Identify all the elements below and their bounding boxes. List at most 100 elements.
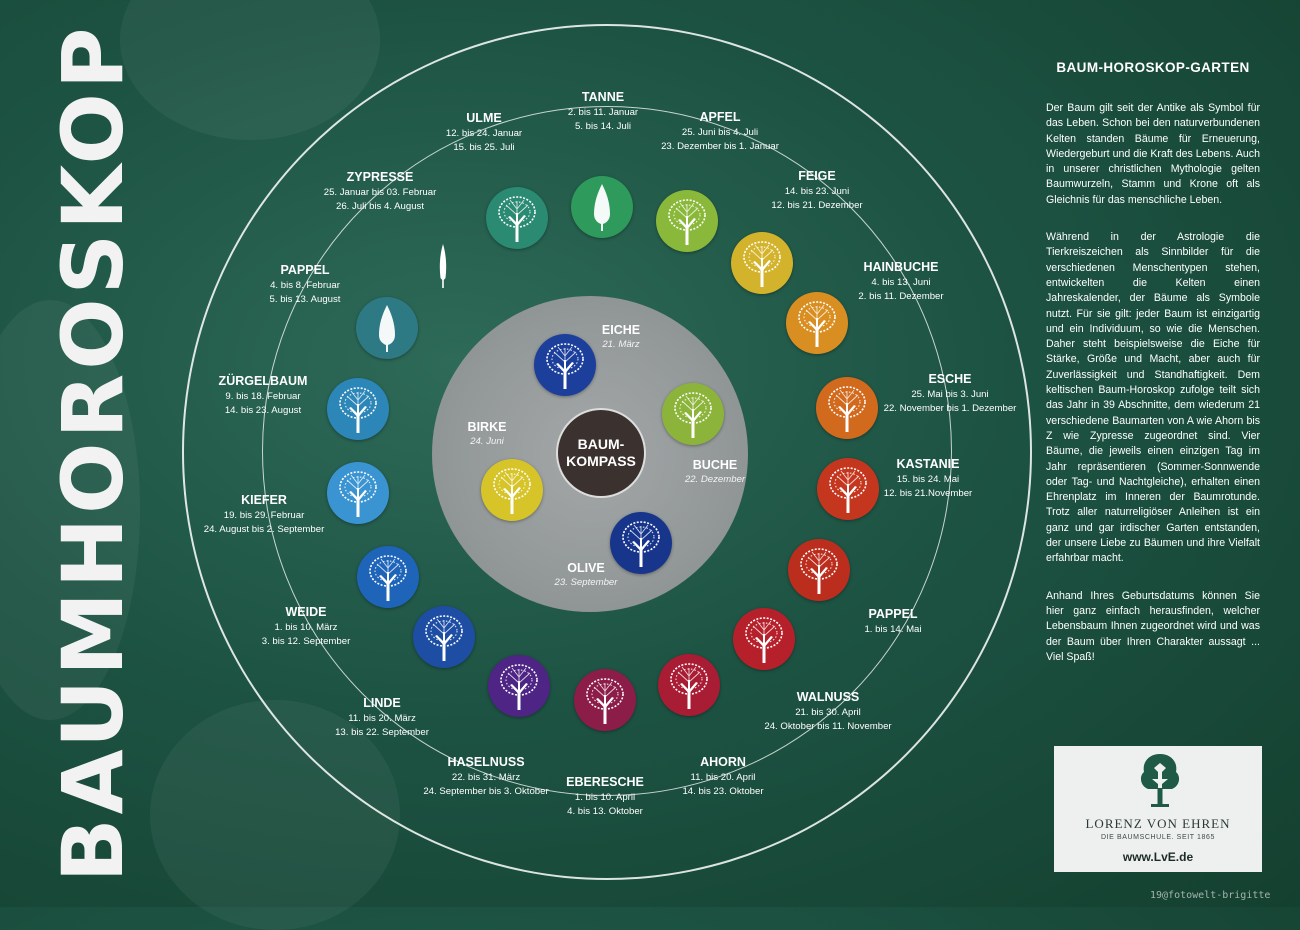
tree-date: 2. bis 11. Januar xyxy=(567,107,639,118)
tree-circle-apfel-icon xyxy=(656,190,718,252)
tree-date: 14. bis 23. Oktober xyxy=(682,786,764,797)
tree-label-zuergelbaum: ZÜRGELBAUM 9. bis 18. Februar 14. bis 23. … xyxy=(219,372,308,418)
tree-circle-hainbuche-icon xyxy=(786,292,848,354)
tree-date: 15. bis 24. Mai xyxy=(896,474,960,485)
watermark: 19@fotowelt-brigitte xyxy=(1150,890,1271,901)
tree-date: 3. bis 12. September xyxy=(261,636,351,647)
tree-date: 13. bis 22. September xyxy=(335,727,429,738)
tree-date: 4. bis 13. Juni xyxy=(871,277,931,288)
tree-date: 12. bis 21.November xyxy=(883,488,973,499)
tree-circle-pappel-icon xyxy=(356,297,418,359)
tree-circle-ahorn-icon xyxy=(658,654,720,716)
tree-circle-buche-icon xyxy=(662,383,724,445)
tree-label-eberesche: EBERESCHE 1. bis 10. April 4. bis 13. Okto… xyxy=(566,773,644,819)
tree-label-zypresse: ZYPRESSE 25. Januar bis 03. Februar 26. Ju… xyxy=(324,168,437,214)
tree-label-pappel: PAPPEL 1. bis 14. Mai xyxy=(864,605,921,637)
middle-ring xyxy=(262,106,952,796)
tree-date: 9. bis 18. Februar xyxy=(225,391,301,402)
inner-label-buche: BUCHE 22. Dezember xyxy=(685,456,745,485)
tree-name: HAINBUCHE xyxy=(863,260,939,274)
info-paragraph-1: Der Baum gilt seit der Antike als Symbol… xyxy=(1046,102,1260,206)
logo-url: www.LvE.de xyxy=(1122,850,1194,864)
tree-circle-haselnuss-icon xyxy=(488,655,550,717)
tree-date: 14. bis 23. August xyxy=(224,405,302,416)
tree-name: TANNE xyxy=(581,90,625,104)
logo-tree-icon xyxy=(1140,754,1180,807)
tree-circle-zuergelbaum-icon xyxy=(327,378,389,440)
info-paragraph-3: Anhand Ihres Geburtsdatums können Sie hi… xyxy=(1046,589,1260,663)
tree-name: WALNUSS xyxy=(796,690,860,704)
tree-name: EICHE xyxy=(601,323,641,337)
tree-circle-eiche-icon xyxy=(534,334,596,396)
cypress-tree-icon xyxy=(439,244,447,288)
tree-date: 1. bis 10. April xyxy=(574,792,636,803)
background-shape xyxy=(0,300,140,720)
tree-circle-pappel-icon xyxy=(788,539,850,601)
tree-date: 23. Dezember bis 1. Januar xyxy=(661,141,779,152)
tree-circle-walnuss-icon xyxy=(733,608,795,670)
tree-label-hainbuche: HAINBUCHE 4. bis 13. Juni 2. bis 11. Dezem… xyxy=(858,258,943,304)
tree-date: 4. bis 13. Oktober xyxy=(567,806,643,817)
tree-name: BUCHE xyxy=(692,458,738,472)
tree-date: 22. Dezember xyxy=(684,474,746,485)
tree-name: EBERESCHE xyxy=(566,775,644,789)
tree-name: PAPPEL xyxy=(868,607,918,621)
tree-date: 1. bis 14. Mai xyxy=(864,624,922,635)
tree-date: 11. bis 20. März xyxy=(348,713,416,724)
tree-name: ZYPRESSE xyxy=(346,170,414,184)
tree-date: 24. September bis 3. Oktober xyxy=(423,786,549,797)
tree-date: 5. bis 13. August xyxy=(269,294,341,305)
tree-date: 21. März xyxy=(602,339,640,350)
tree-date: 24. Oktober bis 11. November xyxy=(764,721,892,732)
tree-label-tanne: TANNE 2. bis 11. Januar 5. bis 14. Juli xyxy=(568,88,638,134)
tree-date: 4. bis 8. Februar xyxy=(270,280,340,291)
tree-circle-weide-icon xyxy=(357,546,419,608)
tree-date: 25. Mai bis 3. Juni xyxy=(911,389,989,400)
tree-name: APFEL xyxy=(699,110,741,124)
tree-date: 15. bis 25. Juli xyxy=(453,142,515,153)
tree-date: 19. bis 29. Februar xyxy=(223,510,305,521)
baum-kompass-badge: BAUM- KOMPASS xyxy=(556,408,646,498)
tree-circle-feige-icon xyxy=(731,232,793,294)
tree-date: 24. Juni xyxy=(470,436,504,447)
tree-name: BIRKE xyxy=(467,420,507,434)
tree-name: AHORN xyxy=(700,755,746,769)
logo-company-name: LORENZ VON EHREN xyxy=(1085,816,1231,831)
tree-name: OLIVE xyxy=(567,561,605,575)
tree-date: 12. bis 24. Januar xyxy=(445,128,523,139)
tree-date: 2. bis 11. Dezember xyxy=(858,291,944,302)
compass-line2: KOMPASS xyxy=(566,453,636,469)
tree-date: 5. bis 14. Juli xyxy=(574,121,631,132)
tree-name: WEIDE xyxy=(285,605,327,619)
tree-date: 22. bis 31. März xyxy=(451,772,521,783)
tree-label-weide: WEIDE 1. bis 10. März 3. bis 12. September xyxy=(262,603,351,649)
tree-circle-birke-icon xyxy=(481,459,543,521)
tree-circle-tanne-icon xyxy=(571,176,633,238)
compass-line1: BAUM- xyxy=(577,436,625,452)
tree-name: KASTANIE xyxy=(896,457,960,471)
tree-date: 26. Juli bis 4. August xyxy=(336,201,424,212)
tree-circle-eberesche-icon xyxy=(574,669,636,731)
tree-name: KIEFER xyxy=(241,493,287,507)
tree-circle-esche-icon xyxy=(816,377,878,439)
tree-name: LINDE xyxy=(363,696,401,710)
tree-circle-linde-icon xyxy=(413,606,475,668)
info-title: BAUM-HOROSKOP-GARTEN xyxy=(1056,60,1250,75)
tree-date: 1. bis 10. März xyxy=(274,622,338,633)
info-panel: BAUM-HOROSKOP-GARTEN Der Baum gilt seit … xyxy=(1046,60,1260,687)
inner-label-birke: BIRKE 24. Juni xyxy=(468,418,507,447)
tree-name: ZÜRGELBAUM xyxy=(218,374,308,388)
logo-subtitle: DIE BAUMSCHULE. SEIT 1865 xyxy=(1100,834,1216,841)
tree-date: 25. Januar bis 03. Februar xyxy=(323,187,437,198)
tree-circle-kiefer-icon xyxy=(327,462,389,524)
tree-date: 22. November bis 1. Dezember xyxy=(883,403,1017,414)
info-paragraph-2: Während in der Astrologie die Tierkreisz… xyxy=(1046,231,1260,565)
outer-ring xyxy=(182,24,1032,880)
